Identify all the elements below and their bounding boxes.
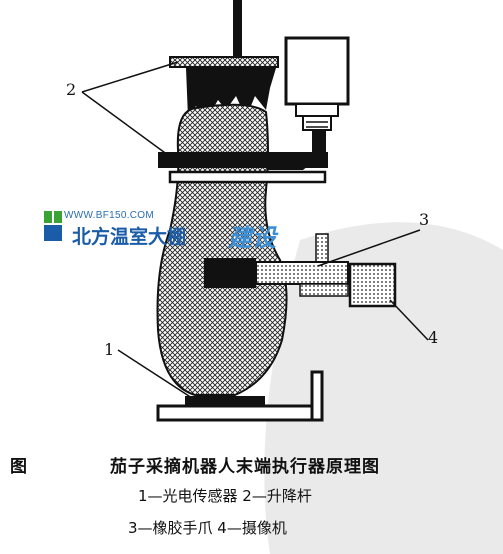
rubber-gripper-arm (255, 261, 349, 285)
upper-guide (168, 170, 327, 184)
upper-clamp (158, 152, 328, 168)
sensor-pad (185, 396, 265, 406)
legend-line-1: 1—光电传感器 2—升降杆 (138, 487, 312, 505)
camera (348, 262, 397, 308)
base-column (310, 370, 324, 422)
base-plate (156, 404, 314, 422)
callout-4: 4 (428, 328, 439, 347)
callout-3: 3 (419, 210, 430, 229)
camera-housing (284, 36, 350, 106)
leader-4 (389, 299, 429, 341)
legend-line-2: 3—橡胶手爪 4—摄像机 (128, 519, 287, 537)
figure-label: 图 (10, 457, 27, 477)
watermark-brand-suffix: 建设 (228, 223, 276, 252)
leader-2a (81, 61, 179, 93)
top-plate (169, 56, 279, 68)
leader-2b (81, 91, 173, 159)
brand-logo-icon (44, 211, 62, 241)
gripper-lower-bar (299, 283, 349, 297)
lift-rod-top (233, 0, 242, 58)
callout-2: 2 (66, 80, 77, 99)
leader-3 (317, 229, 421, 267)
seal-watermark (264, 222, 503, 554)
watermark-url: WWW.BF150.COM (64, 210, 155, 221)
watermark-brand: 北方温室大棚 (72, 226, 187, 248)
leader-1 (117, 349, 193, 399)
gripper-block (204, 258, 256, 288)
figure-title: 茄子采摘机器人末端执行器原理图 (110, 457, 380, 477)
callout-1: 1 (104, 340, 115, 359)
